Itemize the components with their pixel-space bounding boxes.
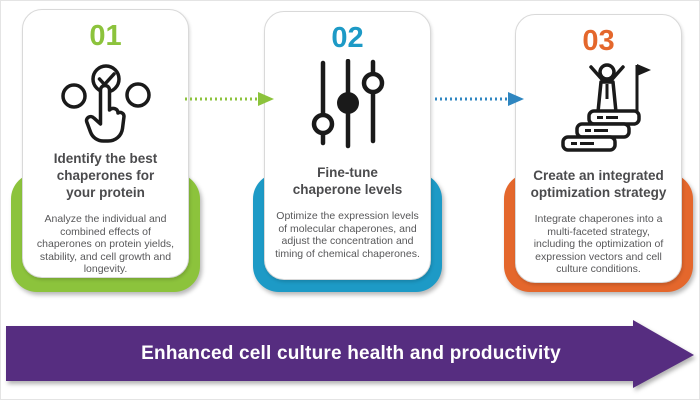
step-1-title-line: Identify the best [53, 151, 158, 166]
dotted-arrow-connector-1 [184, 91, 276, 107]
step-1-card: 01 Identify the best chaperones for your… [22, 9, 189, 278]
click-select-icon [54, 54, 158, 150]
dotted-arrow-connector-2 [434, 91, 526, 107]
step-3-title-line: Create an integrated [533, 168, 664, 183]
step-3-number: 03 [582, 25, 615, 57]
step-1-description: Analyze the individual and combined effe… [36, 213, 175, 275]
achievement-books-icon [543, 59, 655, 155]
step-3-title: Create an integrated optimization strate… [531, 167, 667, 201]
step-2-card: 02 Fine-tune chaperone levels Optimize t… [264, 11, 431, 280]
step-2-description: Optimize the expression levels of molecu… [275, 210, 420, 260]
step-3-card: 03 [515, 14, 682, 283]
step-2-title-line: Fine-tune [317, 165, 378, 180]
step-1-title-line: chaperones for [56, 168, 155, 183]
step-3-description: Integrate chaperones into a multi-facete… [533, 213, 664, 275]
step-2-title-line: chaperone levels [292, 182, 403, 197]
step-1-title-line: your protein [66, 185, 145, 200]
sliders-icon [308, 56, 388, 152]
outcome-arrow-banner [1, 315, 699, 399]
step-1: 01 Identify the best chaperones for your… [11, 1, 200, 297]
banner-text: Enhanced cell culture health and product… [141, 343, 561, 364]
step-3-title-line: optimization strategy [530, 185, 667, 200]
step-1-number: 01 [89, 20, 122, 52]
step-2: 02 Fine-tune chaperone levels Optimize t… [253, 1, 442, 297]
step-1-title: Identify the best chaperones for your pr… [54, 150, 158, 201]
step-2-number: 02 [331, 22, 364, 54]
step-3: 03 [504, 1, 693, 297]
step-2-title: Fine-tune chaperone levels [293, 164, 403, 198]
forward-arrow-shape [6, 320, 694, 388]
